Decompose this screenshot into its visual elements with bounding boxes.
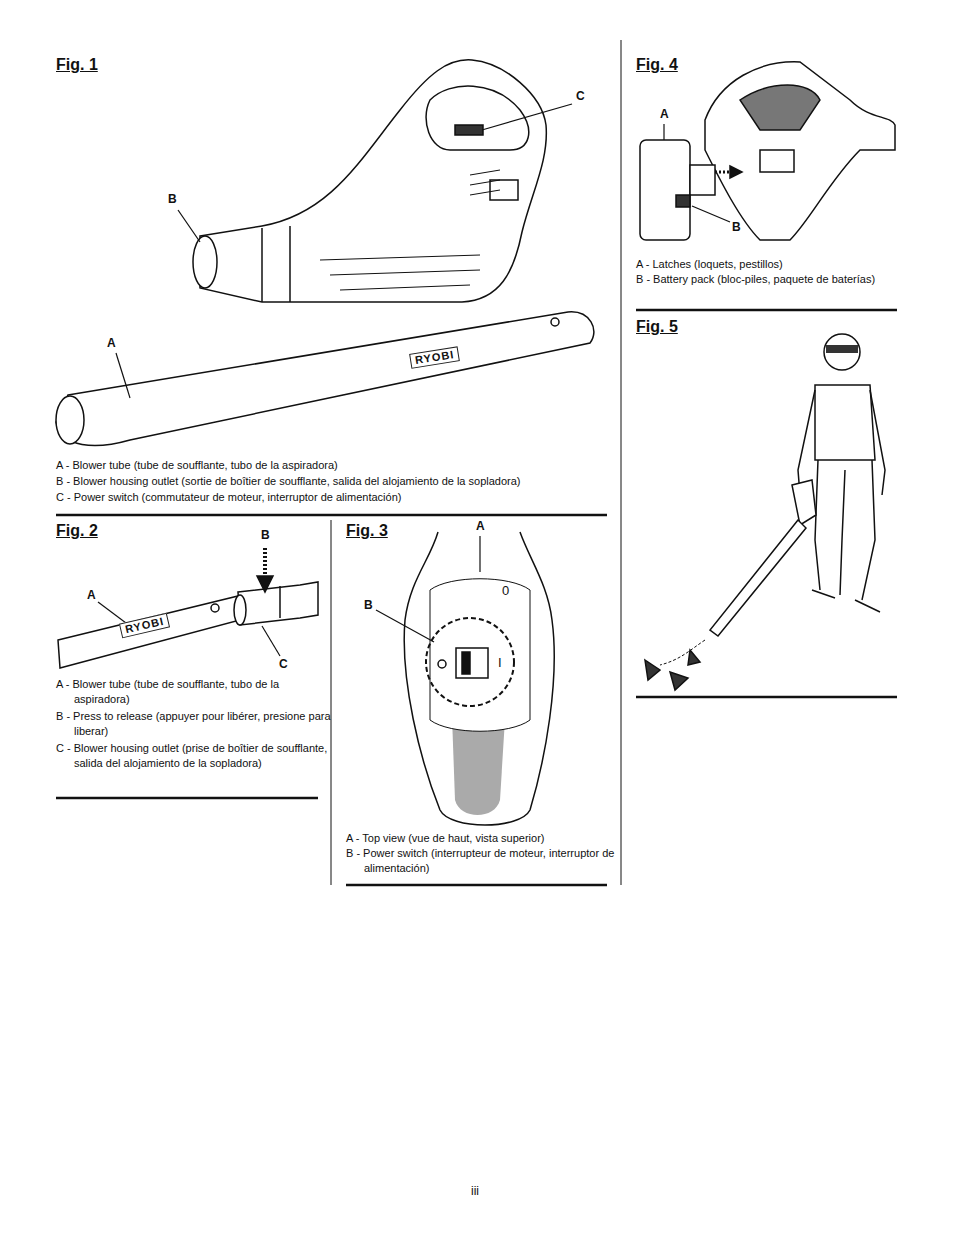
caption-line: C - Blower housing outlet (prise de boît… (56, 741, 336, 771)
callout-letter: B (260, 528, 271, 542)
callout-letter: A (659, 107, 670, 121)
callout-letter: B (363, 598, 374, 612)
switch-mark: 0 (502, 583, 509, 599)
caption-line: B - Press to release (appuyer pour libér… (56, 709, 336, 739)
callout-letter: B (731, 220, 742, 234)
page-number: iii (471, 1184, 479, 1198)
callout-letter: C (278, 657, 289, 671)
caption-line: A - Top view (vue de haut, vista superio… (346, 831, 626, 846)
caption-line: C - Power switch (commutateur de moteur,… (56, 490, 629, 505)
figure-heading: Fig. 5 (636, 317, 678, 336)
caption-line: A - Latches (loquets, pestillos) (636, 257, 916, 272)
callout-letter: A (475, 519, 486, 533)
callout-letter: B (167, 192, 178, 206)
caption-line: B - Battery pack (bloc-piles, paquete de… (636, 272, 916, 287)
callout-letter: A (86, 588, 97, 602)
caption-line: B - Power switch (interrupteur de moteur… (346, 846, 626, 876)
callout-letter: C (575, 89, 586, 103)
caption-line: B - Blower housing outlet (sortie de boî… (56, 474, 629, 489)
callout-letter: A (106, 336, 117, 350)
caption-line: A - Blower tube (tube de soufflante, tub… (56, 458, 629, 473)
figure-heading: Fig. 2 (56, 521, 98, 540)
figure-heading: Fig. 3 (346, 521, 388, 540)
figure-heading: Fig. 4 (636, 55, 678, 74)
caption-line: A - Blower tube (tube de soufflante, tub… (56, 677, 336, 707)
figure-heading: Fig. 1 (56, 55, 98, 74)
switch-mark: I (498, 655, 502, 671)
